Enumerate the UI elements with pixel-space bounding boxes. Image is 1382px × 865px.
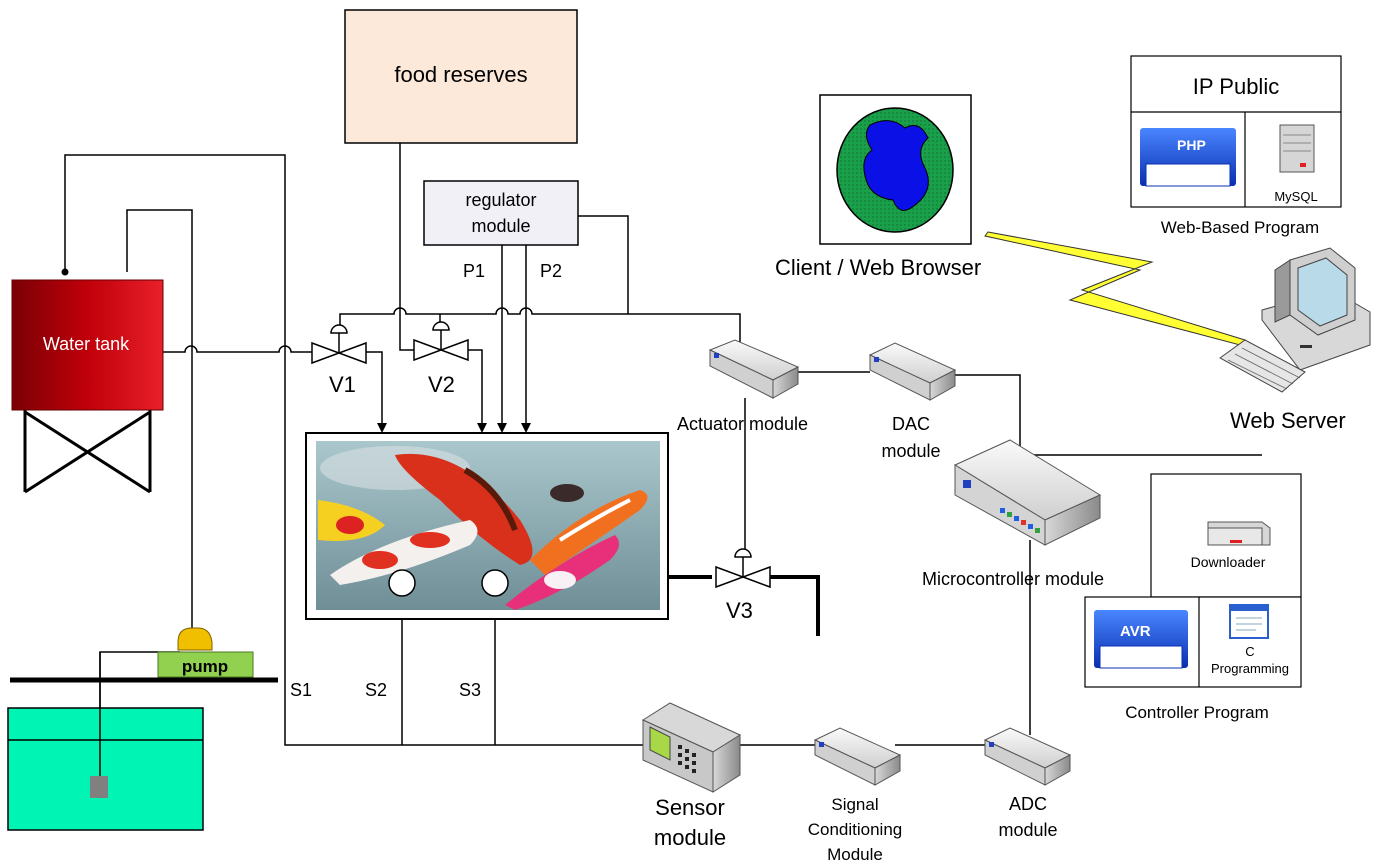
ip-public-label: IP Public bbox=[1193, 74, 1279, 99]
signal-label-3: Module bbox=[827, 845, 883, 864]
regulator-label-1: regulator bbox=[465, 190, 536, 210]
v3-label: V3 bbox=[726, 598, 753, 623]
mysql-label: MySQL bbox=[1274, 189, 1317, 204]
connection-lines bbox=[61, 143, 1262, 775]
sensor-device-icon bbox=[641, 702, 742, 793]
microcontroller-module-icon bbox=[953, 439, 1102, 546]
php-chip-icon: PHP bbox=[1140, 128, 1236, 187]
ip-public-panel: IP Public PHP MySQL bbox=[1130, 55, 1342, 208]
c-editor-icon bbox=[1229, 604, 1269, 639]
avr-label: AVR bbox=[1120, 623, 1151, 640]
s1-line bbox=[64, 154, 645, 746]
client-label: Client / Web Browser bbox=[775, 255, 981, 280]
dac-label-1: DAC bbox=[892, 414, 930, 434]
s1-label: S1 bbox=[290, 680, 312, 700]
actuator-module-icon bbox=[708, 339, 800, 399]
avr-chip-icon: AVR bbox=[1094, 610, 1188, 669]
sensor-label-2: module bbox=[654, 825, 726, 850]
valve-v3 bbox=[715, 548, 771, 589]
food-reserves-box: food reserves bbox=[344, 9, 578, 144]
signal-conditioning-icon bbox=[813, 727, 902, 786]
c-label-2: Programming bbox=[1211, 661, 1289, 676]
globe-icon bbox=[836, 107, 954, 233]
actuator-label: Actuator module bbox=[677, 414, 808, 434]
computer-icon bbox=[1219, 247, 1371, 393]
v2-label: V2 bbox=[428, 372, 455, 397]
tank-stand bbox=[23, 410, 152, 494]
signal-label-1: Signal bbox=[831, 795, 878, 814]
s3-label: S3 bbox=[459, 680, 481, 700]
sensor-label-1: Sensor bbox=[655, 795, 725, 820]
web-server-label: Web Server bbox=[1230, 408, 1346, 433]
sensor-s2-probe bbox=[388, 569, 416, 597]
regulator-label-2: module bbox=[471, 216, 530, 236]
pump: pump bbox=[157, 627, 254, 678]
p1-label: P1 bbox=[463, 261, 485, 281]
s2-label: S2 bbox=[365, 680, 387, 700]
mysql-server-icon bbox=[1279, 124, 1315, 173]
v1-label: V1 bbox=[329, 372, 356, 397]
valve-v1 bbox=[311, 324, 367, 365]
food-reserves-label: food reserves bbox=[394, 62, 527, 87]
fish-photo bbox=[305, 432, 669, 620]
pump-pipe bbox=[126, 209, 193, 628]
pump-label: pump bbox=[182, 657, 228, 676]
valve-v2 bbox=[413, 321, 469, 362]
client-browser-box bbox=[819, 94, 972, 245]
adc-module-icon bbox=[983, 727, 1072, 786]
tank-outlet-pipe bbox=[163, 345, 312, 353]
dac-module-icon bbox=[868, 342, 957, 401]
p2-label: P2 bbox=[540, 261, 562, 281]
adc-label-2: module bbox=[998, 820, 1057, 840]
signal-label-2: Conditioning bbox=[808, 820, 903, 839]
adc-label-1: ADC bbox=[1009, 794, 1047, 814]
microcontroller-label: Microcontroller module bbox=[922, 569, 1104, 589]
controller-program-label: Controller Program bbox=[1125, 703, 1269, 722]
water-tank: Water tank bbox=[11, 279, 164, 494]
regulator-module-box: regulator module bbox=[423, 180, 579, 246]
php-label: PHP bbox=[1177, 137, 1206, 153]
water-tank-label: Water tank bbox=[43, 334, 130, 354]
c-label-1: C bbox=[1245, 644, 1254, 659]
downloader-label: Downloader bbox=[1191, 554, 1266, 570]
downloader-device-icon bbox=[1207, 521, 1271, 546]
controller-program-panel: Downloader AVR C Programming bbox=[1084, 473, 1302, 688]
valve-control-line bbox=[339, 307, 741, 345]
dac-label-2: module bbox=[881, 441, 940, 461]
web-program-label: Web-Based Program bbox=[1161, 218, 1319, 237]
water-reservoir bbox=[7, 652, 204, 831]
arrows bbox=[377, 423, 531, 433]
lightning-link-icon bbox=[984, 231, 1246, 346]
sensor-s3-probe bbox=[481, 569, 509, 597]
